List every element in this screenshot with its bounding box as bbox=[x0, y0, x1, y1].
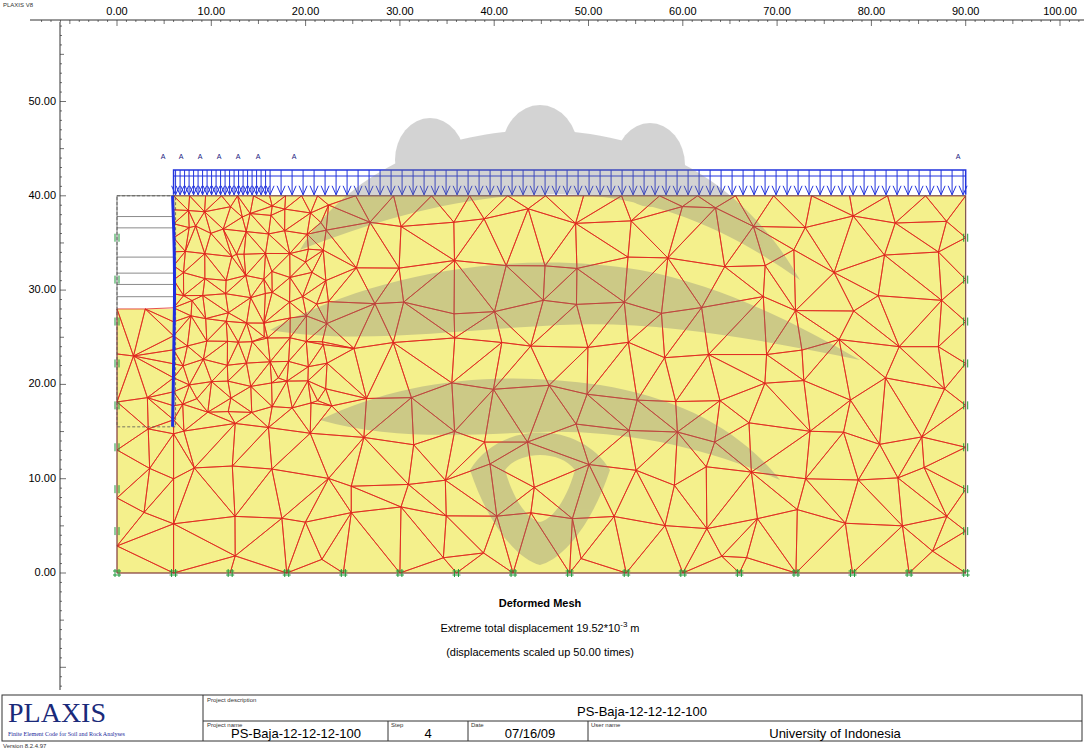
load-marker: A bbox=[956, 153, 961, 161]
x-axis-label: 10.00 bbox=[198, 5, 226, 17]
field-value: 07/16/09 bbox=[505, 727, 556, 741]
displacement-text: Extreme total displacement 19.52*10 bbox=[440, 622, 620, 634]
plot-title: Deformed Mesh bbox=[499, 597, 582, 609]
finite-element-mesh bbox=[117, 196, 966, 573]
title-block bbox=[2, 695, 1082, 741]
y-axis-label: 50.00 bbox=[28, 95, 56, 107]
displacement-text: m bbox=[630, 622, 639, 634]
x-axis-label: 50.00 bbox=[575, 5, 603, 17]
x-axis-label: 20.00 bbox=[292, 5, 320, 17]
x-axis-label: 90.00 bbox=[952, 5, 980, 17]
y-axis-label: 10.00 bbox=[28, 472, 56, 484]
x-axis-label: 30.00 bbox=[386, 5, 414, 17]
field-caption: Step bbox=[391, 722, 403, 729]
x-axis-label: 80.00 bbox=[858, 5, 886, 17]
displacement-line: Extreme total displacement 19.52*10-3m bbox=[440, 621, 639, 634]
axis-rulers bbox=[30, 20, 1084, 690]
field-caption: User name bbox=[591, 722, 620, 729]
load-marker: A bbox=[292, 153, 297, 161]
y-axis-label: 0.00 bbox=[35, 566, 56, 578]
logo-subtitle: Finite Element Code for Soil and Rock An… bbox=[8, 731, 125, 738]
sheet-pile-wall bbox=[173, 196, 175, 427]
scale-note: (displacements scaled up 50.00 times) bbox=[446, 646, 634, 658]
boundary-fixities bbox=[113, 234, 970, 577]
field-value: PS-Baja-12-12-12-100 bbox=[577, 705, 707, 719]
load-marker: A bbox=[161, 153, 166, 161]
y-axis-label: 20.00 bbox=[28, 377, 56, 389]
version-note: Version 8.2.4.97 bbox=[3, 743, 46, 750]
load-marker: A bbox=[256, 153, 261, 161]
field-value: 4 bbox=[424, 727, 431, 741]
y-axis-label: 40.00 bbox=[28, 189, 56, 201]
load-marker: A bbox=[179, 153, 184, 161]
load-marker: A bbox=[236, 153, 241, 161]
x-axis-label: 70.00 bbox=[763, 5, 791, 17]
load-marker: A bbox=[217, 153, 222, 161]
field-value: PS-Baja-12-12-12-100 bbox=[231, 727, 361, 741]
exponent: -3 bbox=[620, 620, 627, 629]
x-axis-label: 0.00 bbox=[106, 5, 127, 17]
x-axis-label: 100.00 bbox=[1043, 5, 1077, 17]
watermark-logo bbox=[270, 105, 860, 565]
field-caption: Date bbox=[471, 722, 484, 729]
x-axis-label: 60.00 bbox=[669, 5, 697, 17]
app-version: PLAXIS V8 bbox=[3, 2, 33, 9]
field-caption: Project description bbox=[207, 697, 256, 704]
y-axis-label: 30.00 bbox=[28, 283, 56, 295]
logo-text: PLAXIS bbox=[8, 698, 106, 729]
x-axis-label: 40.00 bbox=[480, 5, 508, 17]
load-marker: A bbox=[198, 153, 203, 161]
field-value: University of Indonesia bbox=[769, 727, 901, 741]
